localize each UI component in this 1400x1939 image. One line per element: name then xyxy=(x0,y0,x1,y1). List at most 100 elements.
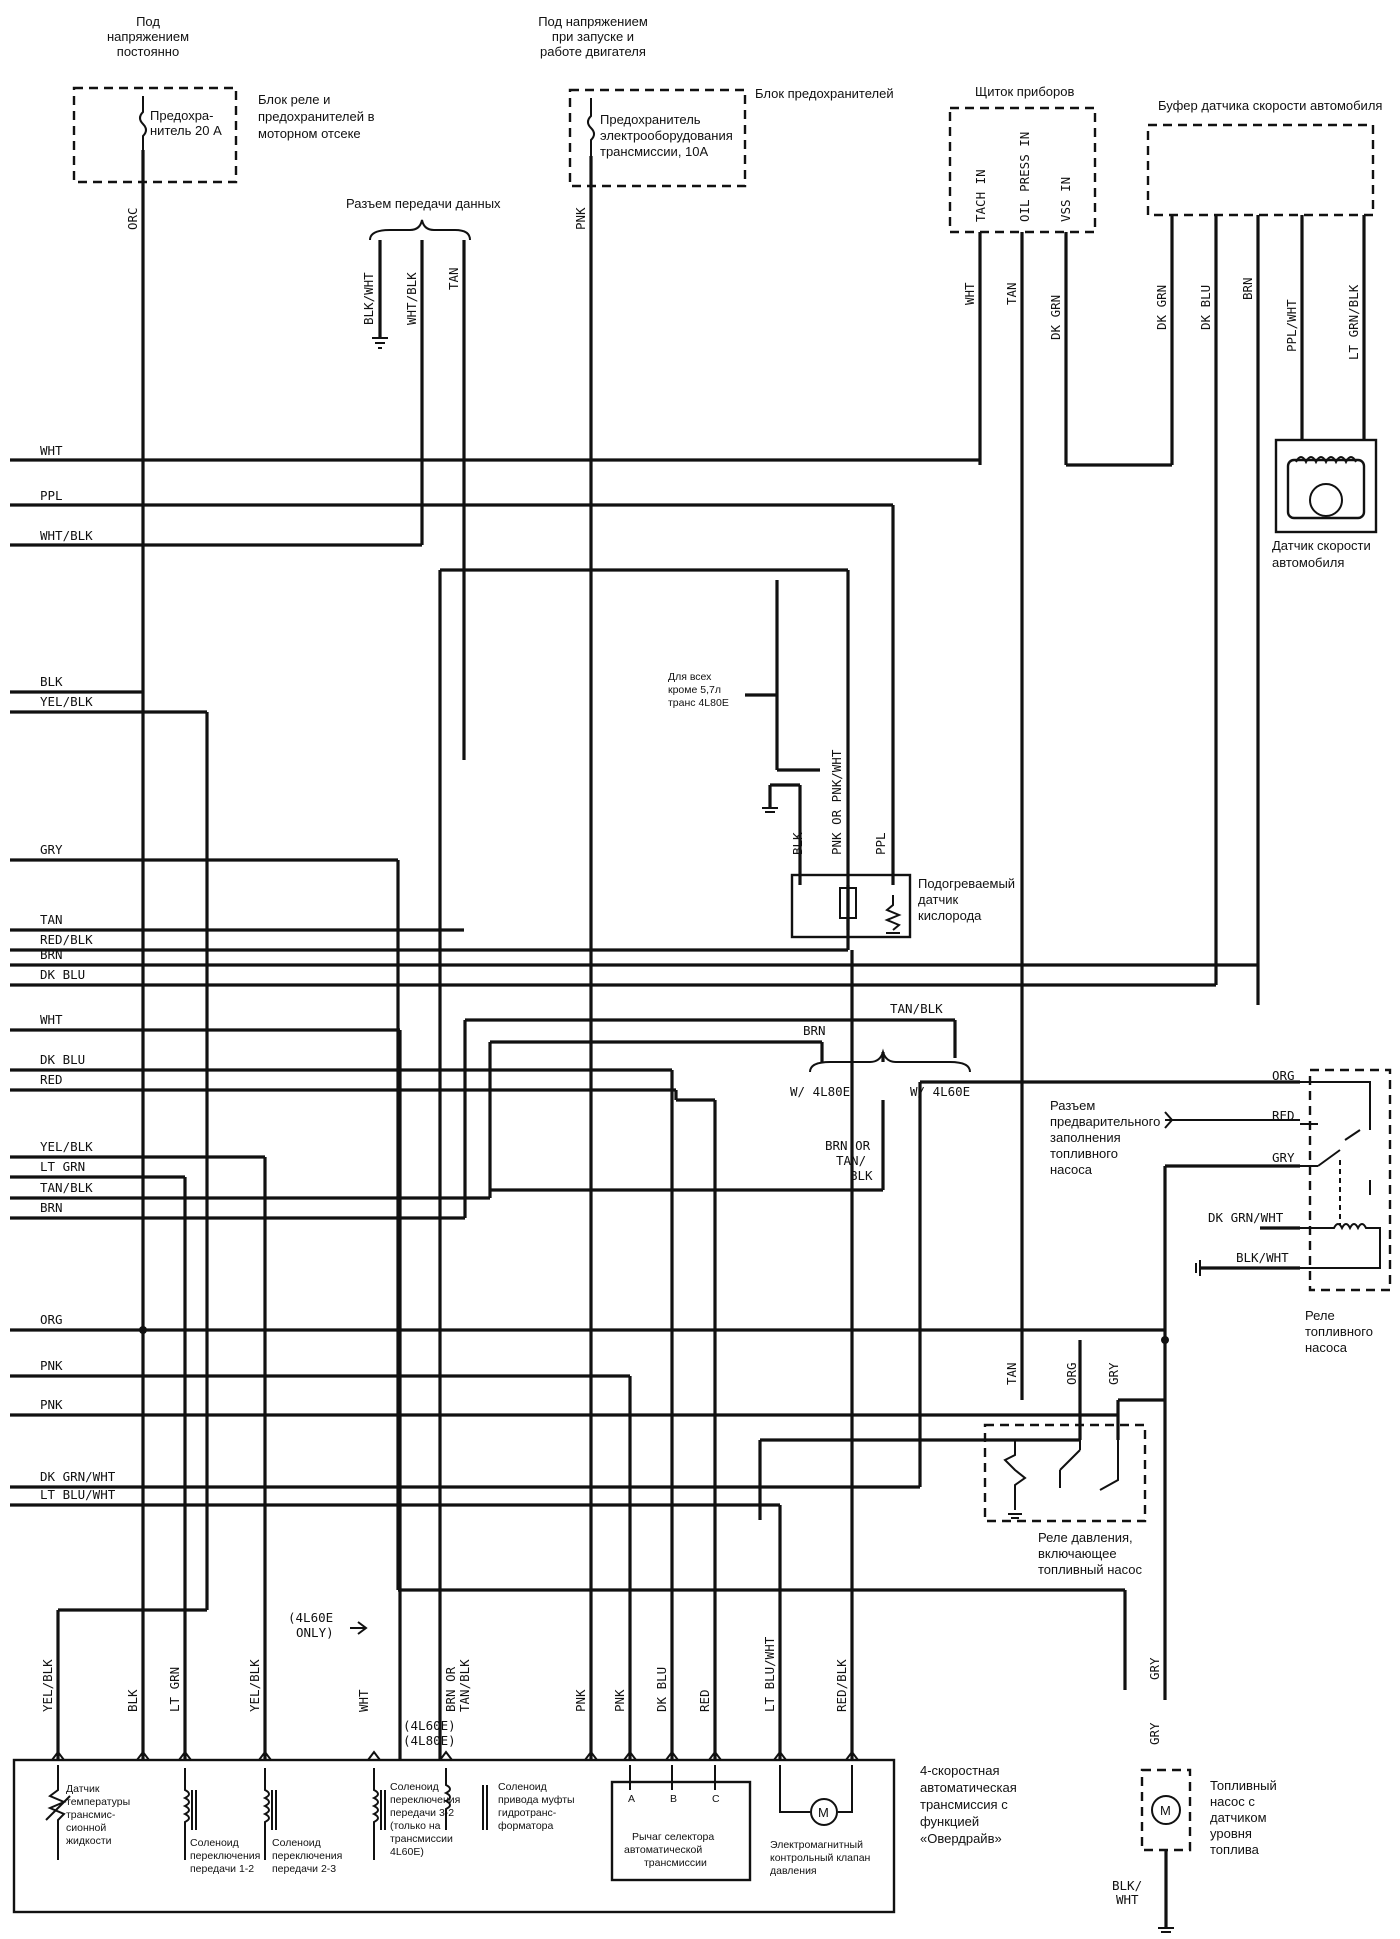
pump-motor-label: M xyxy=(1160,1803,1171,1818)
left-wire-5: GRY xyxy=(40,842,63,857)
sol32-coil-icon xyxy=(371,1768,386,1860)
left-wire-4: YEL/BLK xyxy=(40,694,93,709)
cluster-pin-vss: VSS IN xyxy=(1058,177,1073,222)
cluster-label: Щиток приборов xyxy=(975,84,1074,99)
left-wire-9: DK BLU xyxy=(40,967,85,982)
o2-wire-pnk: PNK OR PNK/WHT xyxy=(829,749,844,855)
dlc-bracket xyxy=(369,219,471,241)
fuel-pump-relay xyxy=(1308,1068,1392,1292)
left-wire-7: RED/BLK xyxy=(40,932,93,947)
relay-pin-blkwht: BLK/WHT xyxy=(1236,1250,1289,1265)
dlc-wire-blkwht: BLK/WHT xyxy=(361,272,376,325)
trans-wire-6: PNK xyxy=(573,1689,588,1712)
epc-wiring xyxy=(779,1765,853,1813)
vss-sensor-rotor xyxy=(1309,483,1343,517)
fuse-20a-symbol xyxy=(139,96,147,150)
left-wire-20: DK GRN/WHT xyxy=(40,1469,116,1484)
trans-wire-1: BLK xyxy=(125,1689,140,1712)
left-wire-19: PNK xyxy=(40,1397,63,1412)
dlc-wire-whtblk: WHT/BLK xyxy=(404,272,419,325)
wire-label-orc: ORC xyxy=(125,207,140,230)
left-wire-11: DK BLU xyxy=(40,1052,85,1067)
pump-wire-gry1: GRY xyxy=(1147,1657,1162,1680)
trans-wire-9: RED xyxy=(697,1689,712,1712)
vss-buffer xyxy=(1146,123,1375,217)
left-wire-14: LT GRN xyxy=(40,1159,85,1174)
left-wire-6: TAN xyxy=(40,912,63,927)
left-wire-18: PNK xyxy=(40,1358,63,1373)
sol23-coil-icon xyxy=(262,1768,277,1860)
left-wire-0: WHT xyxy=(40,443,63,458)
buffer-wire-pplwht: PPL/WHT xyxy=(1284,299,1299,352)
epc-motor-label: M xyxy=(818,1805,829,1820)
left-wire-1: PPL xyxy=(40,488,63,503)
selector-switch xyxy=(610,1780,752,1882)
pressure-relay xyxy=(983,1423,1147,1523)
left-wire-15: TAN/BLK xyxy=(40,1180,93,1195)
mid-label-tanblk: TAN/BLK xyxy=(890,1001,943,1016)
relay-pin-gry: GRY xyxy=(1272,1150,1295,1165)
vss-sensor-housing xyxy=(1274,438,1378,534)
selector-pin-a: A xyxy=(628,1793,635,1805)
sol12-coil-icon xyxy=(182,1768,197,1860)
left-wire-17: ORG xyxy=(40,1312,63,1327)
transmission-box xyxy=(12,1758,896,1914)
cluster-pin-tach: TACH IN xyxy=(973,169,988,222)
o2-resistor-icon xyxy=(884,895,902,931)
mid-label-brn: BRN xyxy=(803,1023,826,1038)
buffer-wire-ltgrnblk: LT GRN/BLK xyxy=(1346,284,1361,360)
variant-w60: W/ 4L60E xyxy=(910,1084,970,1099)
pressure-switch-icon xyxy=(1003,1440,1119,1510)
left-wire-21: LT BLU/WHT xyxy=(40,1487,116,1502)
trans-wire-0: YEL/BLK xyxy=(40,1659,55,1712)
buffer-wire-dkblu: DK BLU xyxy=(1198,285,1213,330)
trans-wire-2: LT GRN xyxy=(167,1667,182,1712)
selector-pin-b: B xyxy=(670,1793,677,1805)
left-wire-12: RED xyxy=(40,1072,63,1087)
temp-sensor-icon xyxy=(45,1765,71,1860)
left-wire-10: WHT xyxy=(40,1012,63,1027)
fuse-trans-symbol xyxy=(587,98,595,156)
vss-coil-icon xyxy=(1295,456,1357,465)
cluster-wire-dkgrn: DK GRN xyxy=(1048,295,1063,340)
pressure-wire-org: ORG xyxy=(1064,1362,1079,1385)
left-wire-8: BRN xyxy=(40,947,63,962)
relay-fuse-block xyxy=(72,86,238,184)
trans-wire-8: DK BLU xyxy=(654,1667,669,1712)
trans-wire-3: YEL/BLK xyxy=(247,1659,262,1712)
variant-l80: (4L80E) xyxy=(403,1733,456,1748)
left-wire-3: BLK xyxy=(40,674,63,689)
vss-buffer-label: Буфер датчика скорости автомобиля xyxy=(1158,98,1382,113)
buffer-wire-brn: BRN xyxy=(1240,277,1255,300)
prime-conn-arrow xyxy=(1164,1111,1300,1129)
pump-motor-icon xyxy=(1151,1795,1181,1825)
o2-sensor xyxy=(790,873,912,939)
cluster-wire-wht: WHT xyxy=(962,282,977,305)
trans-wire-10: LT BLU/WHT xyxy=(762,1636,777,1712)
trans-wire-4: WHT xyxy=(356,1689,371,1712)
pressure-wire-gry: GRY xyxy=(1106,1362,1121,1385)
variant-w80: W/ 4L80E xyxy=(790,1084,850,1099)
o2-wire-ppl: PPL xyxy=(873,832,888,855)
buffer-wire-dkgrn: DK GRN xyxy=(1154,285,1169,330)
pump-wire-blkwht: BLK/WHT xyxy=(1112,1878,1142,1907)
variant-bracket xyxy=(809,1048,971,1073)
fuse-20a-label: Предохра-нитель 20 А xyxy=(150,108,222,138)
epc-motor-icon xyxy=(810,1798,838,1826)
left-wire-16: BRN xyxy=(40,1200,63,1215)
